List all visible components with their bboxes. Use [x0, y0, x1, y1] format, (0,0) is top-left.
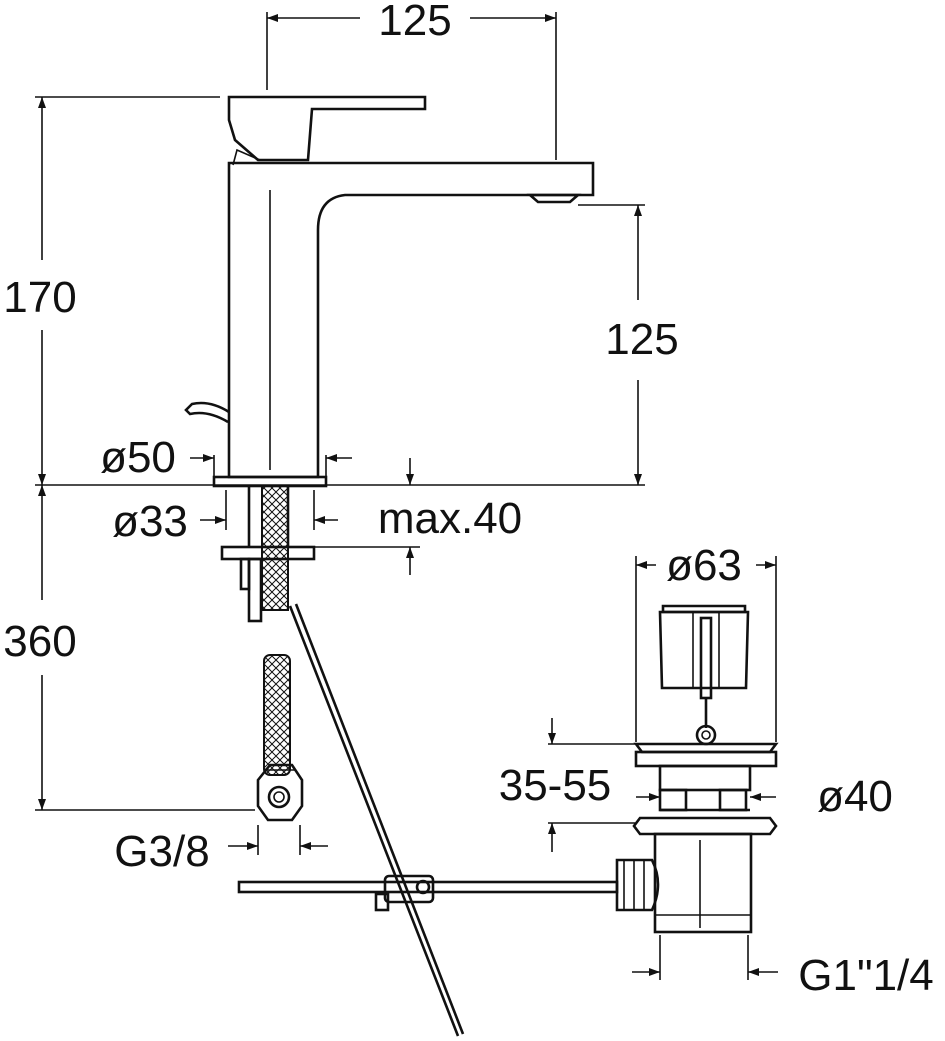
dimension-hose-length: 360	[3, 617, 76, 666]
dimension-waste-diameter: ø40	[817, 772, 893, 821]
dimension-hole-diameter: ø33	[112, 497, 188, 546]
dimension-spout-height: 125	[605, 315, 678, 364]
pop-up-linkage	[237, 603, 619, 1037]
dimension-plug-diameter: ø63	[666, 541, 742, 590]
dimension-deck-thickness: max.40	[378, 494, 522, 543]
dimension-base-diameter: ø50	[100, 433, 176, 482]
dimension-basin-thickness: 35-55	[499, 761, 612, 810]
dimension-hose-thread: G3/8	[114, 827, 209, 876]
under-deck-fixings	[220, 485, 316, 822]
waste-assembly	[615, 604, 779, 934]
dimension-total-height: 170	[3, 273, 76, 322]
dimension-lines	[35, 12, 778, 980]
faucet-body	[184, 95, 595, 488]
dimension-waste-thread: G1"1/4	[798, 951, 933, 1000]
dimension-spout-reach: 125	[378, 0, 451, 45]
